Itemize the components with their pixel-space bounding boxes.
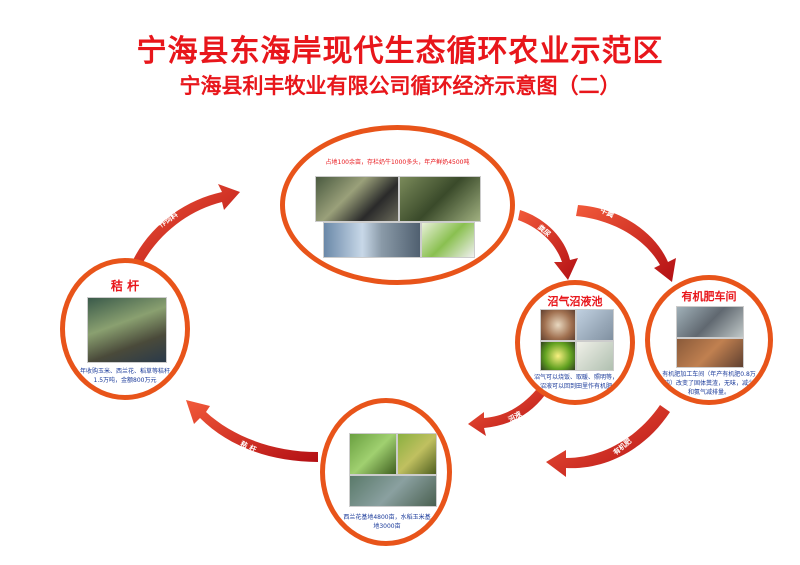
- biogas-photo-heater: [576, 341, 614, 371]
- biogas-label: 沼气沼液池: [547, 295, 603, 308]
- node-biogas-pool: 沼气沼液池 沼气可以烧饭、取暖、照明等，沼液可以回到田里作有机肥: [515, 280, 635, 405]
- biogas-caption: 沼气可以烧饭、取暖、照明等，沼液可以回到田里作有机肥: [533, 374, 618, 390]
- arrow-straw-to-farm: [132, 184, 240, 264]
- page-subtitle: 宁海县利丰牧业有限公司循环经济示意图（二）: [179, 74, 621, 98]
- fertilizer-photo-conveyor: [676, 338, 744, 368]
- crops-photo-rice: [397, 433, 437, 475]
- fertilizer-label: 有机肥车间: [681, 290, 737, 303]
- farm-photo-barn: [315, 176, 399, 222]
- farm-photo-equipment: [323, 222, 421, 258]
- crops-caption: 西兰花基地4800亩，水稻玉米基地3000亩: [343, 514, 431, 530]
- arrow-biogas-to-crops: [468, 390, 545, 436]
- crops-photo-corn: [349, 433, 397, 475]
- arrow-farm-to-biogas: [518, 210, 578, 280]
- straw-photo: [87, 297, 167, 363]
- farm-photo-milk-products: [421, 222, 475, 258]
- node-crop-base: 西兰花基地4800亩，水稻玉米基地3000亩: [320, 398, 452, 546]
- crops-photo-broccoli: [349, 475, 437, 507]
- farm-photo-cows: [399, 176, 481, 222]
- arrow-farm-to-fertilizer: [576, 205, 676, 282]
- fertilizer-photo-workshop: [676, 306, 744, 338]
- arrow-fertilizer-to-crops: [546, 405, 670, 477]
- biogas-photo-tank: [540, 309, 576, 341]
- farm-caption: 占地100余亩，存栏奶牛1000多头，年产鲜奶4500吨: [325, 159, 470, 166]
- straw-caption: 年收购玉米、西兰花、稻草等秸秆1.5万吨，金额800万元: [79, 368, 170, 384]
- biogas-photo-lamp: [540, 341, 576, 371]
- page-title: 宁海县东海岸现代生态循环农业示范区: [136, 34, 664, 69]
- biogas-photo-room: [576, 309, 614, 341]
- node-straw: 秸 杆 年收购玉米、西兰花、稻草等秸秆1.5万吨，金额800万元: [60, 258, 190, 400]
- node-fertilizer-workshop: 有机肥车间 有机肥加工车间（年产有机肥0.8万吨）改变了固体粪渣，无味，减少和氨…: [645, 275, 773, 405]
- fertilizer-caption: 有机肥加工车间（年产有机肥0.8万吨）改变了固体粪渣，无味，减少和氨气减排量。: [662, 371, 756, 396]
- arrow-crops-to-straw: [186, 400, 318, 462]
- straw-label: 秸 杆: [110, 279, 140, 293]
- node-dairy-farm: 占地100余亩，存栏奶牛1000多头，年产鲜奶4500吨: [280, 125, 515, 285]
